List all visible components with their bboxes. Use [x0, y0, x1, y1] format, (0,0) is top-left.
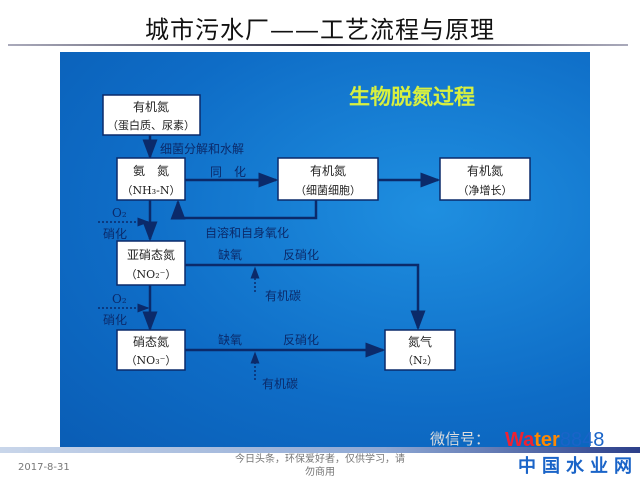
node-nitrogen-box — [384, 329, 456, 371]
brand-watermark: Water8848 — [505, 428, 604, 452]
node-nitrate-sub: （NO₃⁻） — [126, 354, 177, 367]
node-net-n-name: 有机氮 — [467, 163, 503, 178]
node-ammonia-sub: （NH₃-N） — [122, 184, 181, 197]
footer-note-line2: 勿商用 — [305, 467, 335, 478]
node-cell-n-sub: （细菌细胞） — [295, 184, 361, 197]
brand-cn-watermark: 中国水业网 — [518, 456, 638, 477]
label-denit-2: 反硝化 — [283, 333, 319, 347]
node-ammonia-name: 氨 氮 — [133, 163, 169, 178]
label-carbon-1: 有机碳 — [265, 289, 301, 303]
brand-c: 8848 — [559, 429, 605, 451]
label-decompose: 细菌分解和水解 — [160, 142, 244, 156]
node-organic-n-sub: （蛋白质、尿素） — [107, 118, 195, 132]
label-anoxic-2: 缺氧 — [218, 332, 242, 347]
label-anoxic-1: 缺氧 — [218, 247, 242, 262]
node-cell-n-name: 有机氮 — [310, 163, 346, 178]
label-o2-2: O₂ — [112, 292, 127, 306]
node-ammonia-box — [116, 157, 186, 201]
title-divider — [8, 44, 628, 46]
node-nitrate-name: 硝态氮 — [133, 334, 169, 349]
slide-title: 城市污水厂——工艺流程与原理 — [145, 16, 495, 44]
footer-note-line1: 今日头条，环保爱好者，仅供学习，请 — [235, 454, 405, 465]
slide-date: 2017-8-31 — [18, 462, 70, 473]
arrow-autolysis — [170, 199, 318, 220]
node-nitrate-box — [116, 329, 186, 371]
node-cell-n-box — [277, 157, 379, 201]
footer-note: 今日头条，环保爱好者，仅供学习，请 勿商用 — [220, 453, 420, 479]
wechat-watermark: 微信号： — [430, 430, 491, 448]
brand-a: Wa — [505, 429, 535, 451]
label-denit-1: 反硝化 — [283, 248, 319, 262]
label-carbon-2: 有机碳 — [262, 377, 298, 391]
node-nitrite-sub: （NO₂⁻） — [126, 268, 177, 281]
label-nitrify-2: 硝化 — [103, 313, 127, 327]
diagram-heading: 生物脱氮过程 — [349, 84, 475, 109]
brand-b: ter — [534, 429, 560, 451]
label-o2-1: O₂ — [112, 206, 127, 220]
arrow-nitrite-denitrification — [185, 263, 426, 331]
footer-bar — [0, 447, 640, 453]
node-nitrogen-name: 氮气 — [408, 334, 432, 349]
label-assimilation: 同 化 — [210, 165, 246, 179]
node-nitrite-box — [116, 240, 186, 286]
node-nitrogen-sub: （N₂） — [402, 354, 438, 367]
node-organic-n-box — [102, 94, 201, 136]
node-organic-n-name: 有机氮 — [133, 99, 169, 114]
node-net-n-box — [439, 157, 531, 201]
label-nitrify-1: 硝化 — [103, 227, 127, 241]
node-net-n-sub: （净增长） — [458, 183, 513, 197]
node-nitrite-name: 亚硝态氮 — [127, 247, 175, 262]
label-autolysis: 自溶和自身氧化 — [205, 225, 289, 240]
